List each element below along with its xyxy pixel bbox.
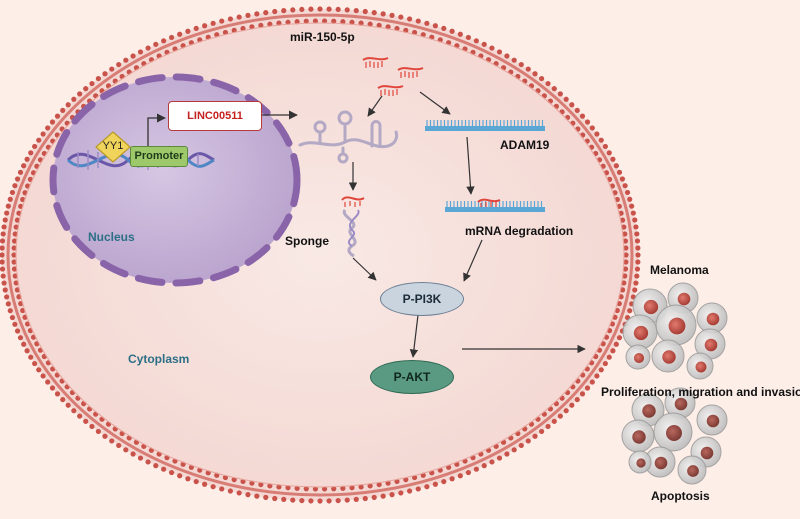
apoptosis-cluster <box>621 387 728 485</box>
lncrna-label: LINC00511 <box>168 101 262 131</box>
degraded-mrna <box>445 198 545 212</box>
arrow-pi3k-to-akt <box>409 314 419 358</box>
arrow-mirna-to-lncrna <box>367 95 383 117</box>
cell <box>621 419 655 453</box>
cell <box>653 412 693 452</box>
arrows <box>348 91 586 358</box>
melanoma-cluster <box>622 282 728 380</box>
cell <box>622 314 658 350</box>
cell <box>686 352 714 380</box>
promoter-arrow <box>147 113 166 146</box>
cell <box>677 455 707 485</box>
cell <box>644 446 676 478</box>
adam19-label: ADAM19 <box>500 138 550 152</box>
arrow-mirna-to-mrna <box>419 91 451 115</box>
mirna-label: miR-150-5p <box>290 30 355 44</box>
cell <box>651 339 685 373</box>
promoter-label: Promoter <box>130 146 188 167</box>
cytoplasm-label: Cytoplasm <box>128 352 190 366</box>
p-pi3k-node: P-PI3K <box>380 282 464 316</box>
yy1-label: YY1 <box>102 140 124 152</box>
cell <box>655 304 697 346</box>
sponge-complex <box>341 196 365 258</box>
lncrna-structure <box>298 110 399 164</box>
cell <box>696 404 728 436</box>
p-akt-node: P-AKT <box>370 360 454 394</box>
arrow-mrna-to-degradation <box>466 136 475 195</box>
arrow-sponge-to-pi3k <box>352 257 377 281</box>
arrow-degradation-to-pi3k <box>463 239 483 282</box>
cell <box>625 344 651 370</box>
cell <box>628 450 652 474</box>
cell <box>696 302 728 334</box>
mirna-group <box>362 57 424 96</box>
mrna-degradation-label: mRNA degradation <box>465 224 574 238</box>
cell <box>631 393 665 427</box>
sponge-label: Sponge <box>285 234 329 248</box>
adam19-mrna <box>425 120 545 131</box>
nucleus-label: Nucleus <box>88 230 135 244</box>
cell <box>664 387 696 419</box>
melanoma-label: Melanoma <box>650 263 709 277</box>
phenotype-label: Proliferation, migration and invasion <box>601 385 800 399</box>
yy1-diamond <box>95 131 131 163</box>
apoptosis-label: Apoptosis <box>651 489 710 503</box>
